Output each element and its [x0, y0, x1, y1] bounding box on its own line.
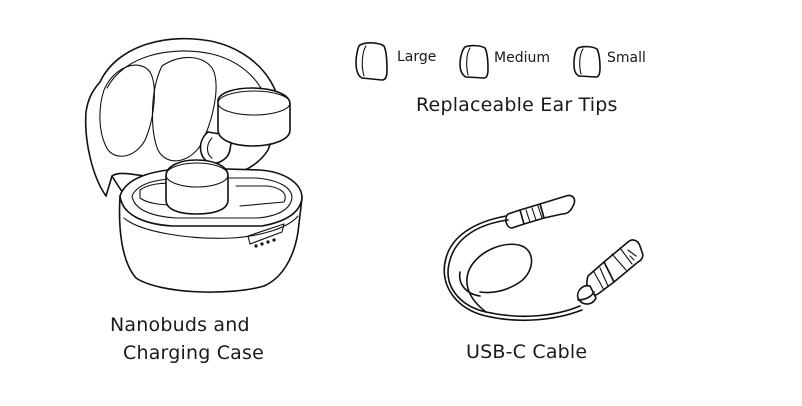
lid-cavity-left: [99, 64, 155, 157]
led-indicator: [272, 238, 276, 242]
case-caption-line2: Charging Case: [123, 342, 265, 364]
ear-tips-caption: Replaceable Ear Tips: [416, 94, 618, 116]
led-indicator: [260, 242, 264, 246]
ear-tip-small-icon: [573, 45, 601, 78]
ear-tip-large-icon: [355, 42, 388, 81]
usb-a-connector: [576, 239, 644, 305]
usb-c-connector: [505, 194, 576, 229]
ear-tip-label-small: Small: [607, 50, 646, 66]
case-caption-line1: Nanobuds and: [110, 314, 250, 336]
led-indicator: [254, 244, 258, 248]
led-indicator: [266, 240, 270, 244]
earbud-right: [217, 87, 291, 147]
ear-tip-label-large: Large: [397, 49, 437, 65]
ear-tip-medium-icon: [459, 44, 489, 79]
ear-tip-label-medium: Medium: [494, 50, 550, 66]
cable-caption: USB-C Cable: [466, 341, 588, 363]
